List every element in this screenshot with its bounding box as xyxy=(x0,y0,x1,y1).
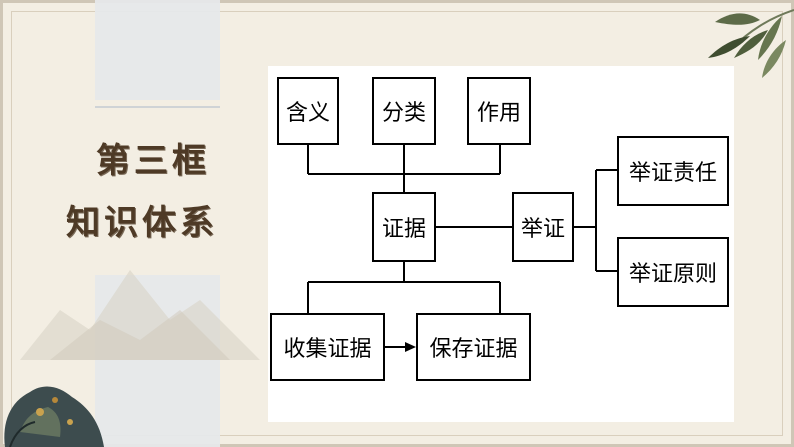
bamboo-decoration xyxy=(708,9,794,78)
box-function: 作用 xyxy=(467,77,531,145)
section-title: 第三框 xyxy=(96,141,210,181)
rock-decoration xyxy=(4,386,104,447)
box-classification: 分类 xyxy=(372,77,436,145)
box-preserve-evidence: 保存证据 xyxy=(416,313,531,381)
box-proof-principle: 举证原则 xyxy=(617,237,729,307)
box-meaning: 含义 xyxy=(277,77,339,145)
section-subtitle: 知识体系 xyxy=(66,203,218,243)
top-decor-line xyxy=(95,106,220,108)
box-collect-evidence: 收集证据 xyxy=(270,313,385,381)
mountain-decoration xyxy=(20,270,260,360)
box-proof-responsibility: 举证责任 xyxy=(617,136,729,206)
box-burden-of-proof: 举证 xyxy=(512,192,574,262)
box-evidence: 证据 xyxy=(372,192,436,262)
slide-inner-border xyxy=(11,11,783,436)
top-decor-strip xyxy=(95,0,220,100)
